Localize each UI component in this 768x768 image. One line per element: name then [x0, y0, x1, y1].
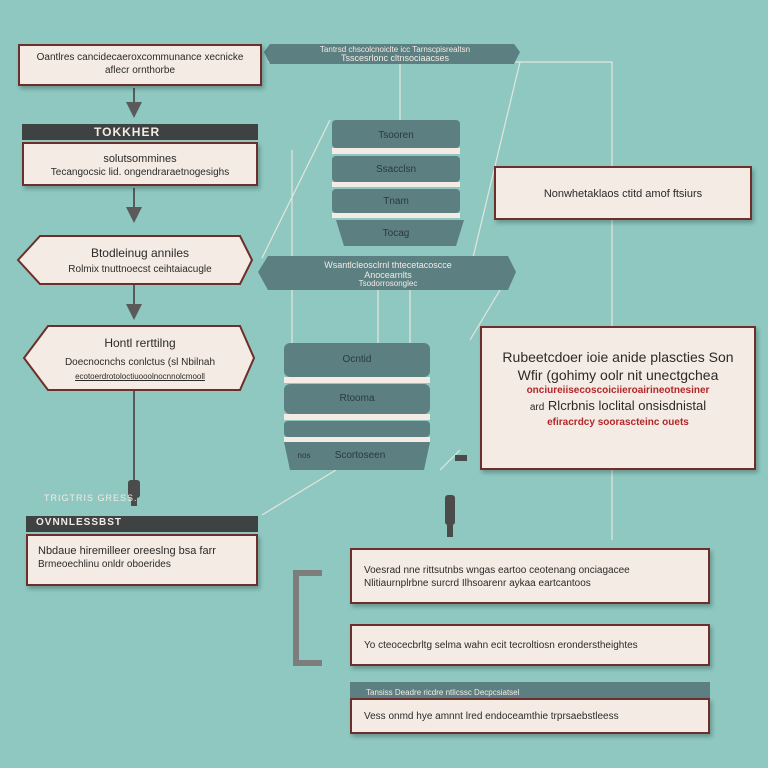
- box3-line2: ecotoerdrotoloctiuooolnocnnolcmooll: [75, 372, 205, 381]
- box3-title: Hontl rerttilng: [104, 336, 176, 350]
- mid-banner-line2: Anocearnlts: [364, 270, 412, 280]
- disk-stack-bottom: [284, 343, 430, 470]
- box1: solutsommines Tecangocsic lid. ongendrar…: [22, 142, 258, 186]
- bottom-box-3: Vess onmd hye amnnt lred endoceamthie tr…: [350, 698, 710, 734]
- bottom-box-2-line1: Yo cteocecbrltg selma wahn ecit tecrolti…: [364, 640, 638, 651]
- right-top-text: Nonwhetaklaos ctitd amof ftsiurs: [543, 188, 703, 200]
- bottom-box-3-header-text: Tansiss Deadre ricdre ntlicssc Decpcsiat…: [366, 688, 520, 697]
- box1-subtitle: Tecangocsic lid. ongendraraetnogesighs: [50, 167, 230, 178]
- disk-bottom-4: Scortoseen: [334, 450, 386, 461]
- disk-top-2: Ssacclsn: [375, 164, 416, 175]
- box1-header: TOKKHER: [22, 124, 258, 140]
- bracket-connector: [293, 570, 322, 666]
- bottom-box-2: Yo cteocecbrltg selma wahn ecit tecrolti…: [350, 624, 710, 666]
- bottom-box-1-line1: Voesrad nne rittsutnbs wngas eartoo ceot…: [364, 565, 630, 576]
- box4-header: OVNNLESSBST: [26, 516, 258, 532]
- disk-bottom-4-prefix: nos: [297, 451, 311, 460]
- disk-bottom-2: Rtooma: [339, 393, 375, 404]
- top-left-line1: Oantlres cancidecaeroxcommunance xecnick…: [36, 52, 244, 63]
- right-big-line4: Rlcrbnis loclital onsisdnistal: [547, 398, 707, 413]
- right-big-box: Rubeetcdoer ioie anide plascties Son Wfi…: [480, 326, 756, 470]
- box2-subtitle: Rolmix tnuttnoecst ceihtaiacugle: [68, 264, 212, 275]
- box2-title: Btodleinug anniles: [90, 246, 190, 260]
- disk-top-4: Tocag: [382, 228, 410, 239]
- right-big-line4-prefix: ard: [529, 402, 545, 413]
- disk-stack-top: [332, 120, 464, 246]
- mid-banner-line1: Wsantlcleosclrnl thtecetacoscce: [324, 260, 452, 270]
- disk-bottom-1: Ocntid: [342, 354, 372, 365]
- mid-banner-shape: [258, 256, 516, 290]
- bottom-box-3-header: Tansiss Deadre ricdre ntlicssc Decpcsiat…: [350, 682, 710, 698]
- right-big-line5: efiracrdcy soorascteinc ouets: [547, 417, 689, 428]
- box4-small-label: TRIGTRIS GRESS.: [44, 493, 138, 503]
- top-banner-shape: [264, 44, 520, 64]
- disk-top-1: Tsooren: [378, 130, 414, 141]
- top-banner-line1: Tantrsd chscolcnoiclte icc Tarnscpisreal…: [319, 45, 471, 54]
- right-top-box: Nonwhetaklaos ctitd amof ftsiurs: [494, 166, 752, 220]
- box2-shape: [16, 235, 254, 285]
- plug-connectors: [128, 455, 467, 537]
- top-left-box: Oantlres cancidecaeroxcommunance xecnick…: [18, 44, 262, 86]
- top-left-line2: aflecr ornthorbe: [104, 65, 176, 76]
- box3-line1: Doecnocnchs conlctus (sl Nbilnah: [64, 357, 216, 368]
- right-big-line3: onciureiisecoscoiciieroairineotnesiner: [526, 385, 710, 396]
- right-big-line2: Wfir (gohimy oolr nit unectgchea: [517, 367, 719, 383]
- right-big-line4-row: ard Rlcrbnis loclital onsisdnistal: [482, 397, 754, 416]
- disk-top-3: Tnam: [383, 196, 409, 207]
- mid-banner-line3: Tsodorrosonglec: [358, 279, 418, 288]
- box1-title: solutsommines: [103, 153, 177, 165]
- right-big-line1: Rubeetcdoer ioie anide plascties Son: [502, 349, 734, 365]
- box4-line2: Brmeoechlinu onldr oboerides: [38, 559, 171, 570]
- box3-shape: [22, 325, 256, 391]
- bottom-box-3-line1: Vess onmd hye amnnt lred endoceamthie tr…: [364, 711, 619, 722]
- box4: Nbdaue hiremilleer oreeslng bsa farr Brm…: [26, 534, 258, 586]
- top-banner-line2: Tsscesrlonc cltnsociaacses: [340, 53, 450, 63]
- bottom-box-1: Voesrad nne rittsutnbs wngas eartoo ceot…: [350, 548, 710, 604]
- box4-line1: Nbdaue hiremilleer oreeslng bsa farr: [38, 545, 216, 557]
- bottom-box-1-line2: Nlitiaurnplrbne surcrd Ilhsoarenr aykaa …: [364, 578, 591, 589]
